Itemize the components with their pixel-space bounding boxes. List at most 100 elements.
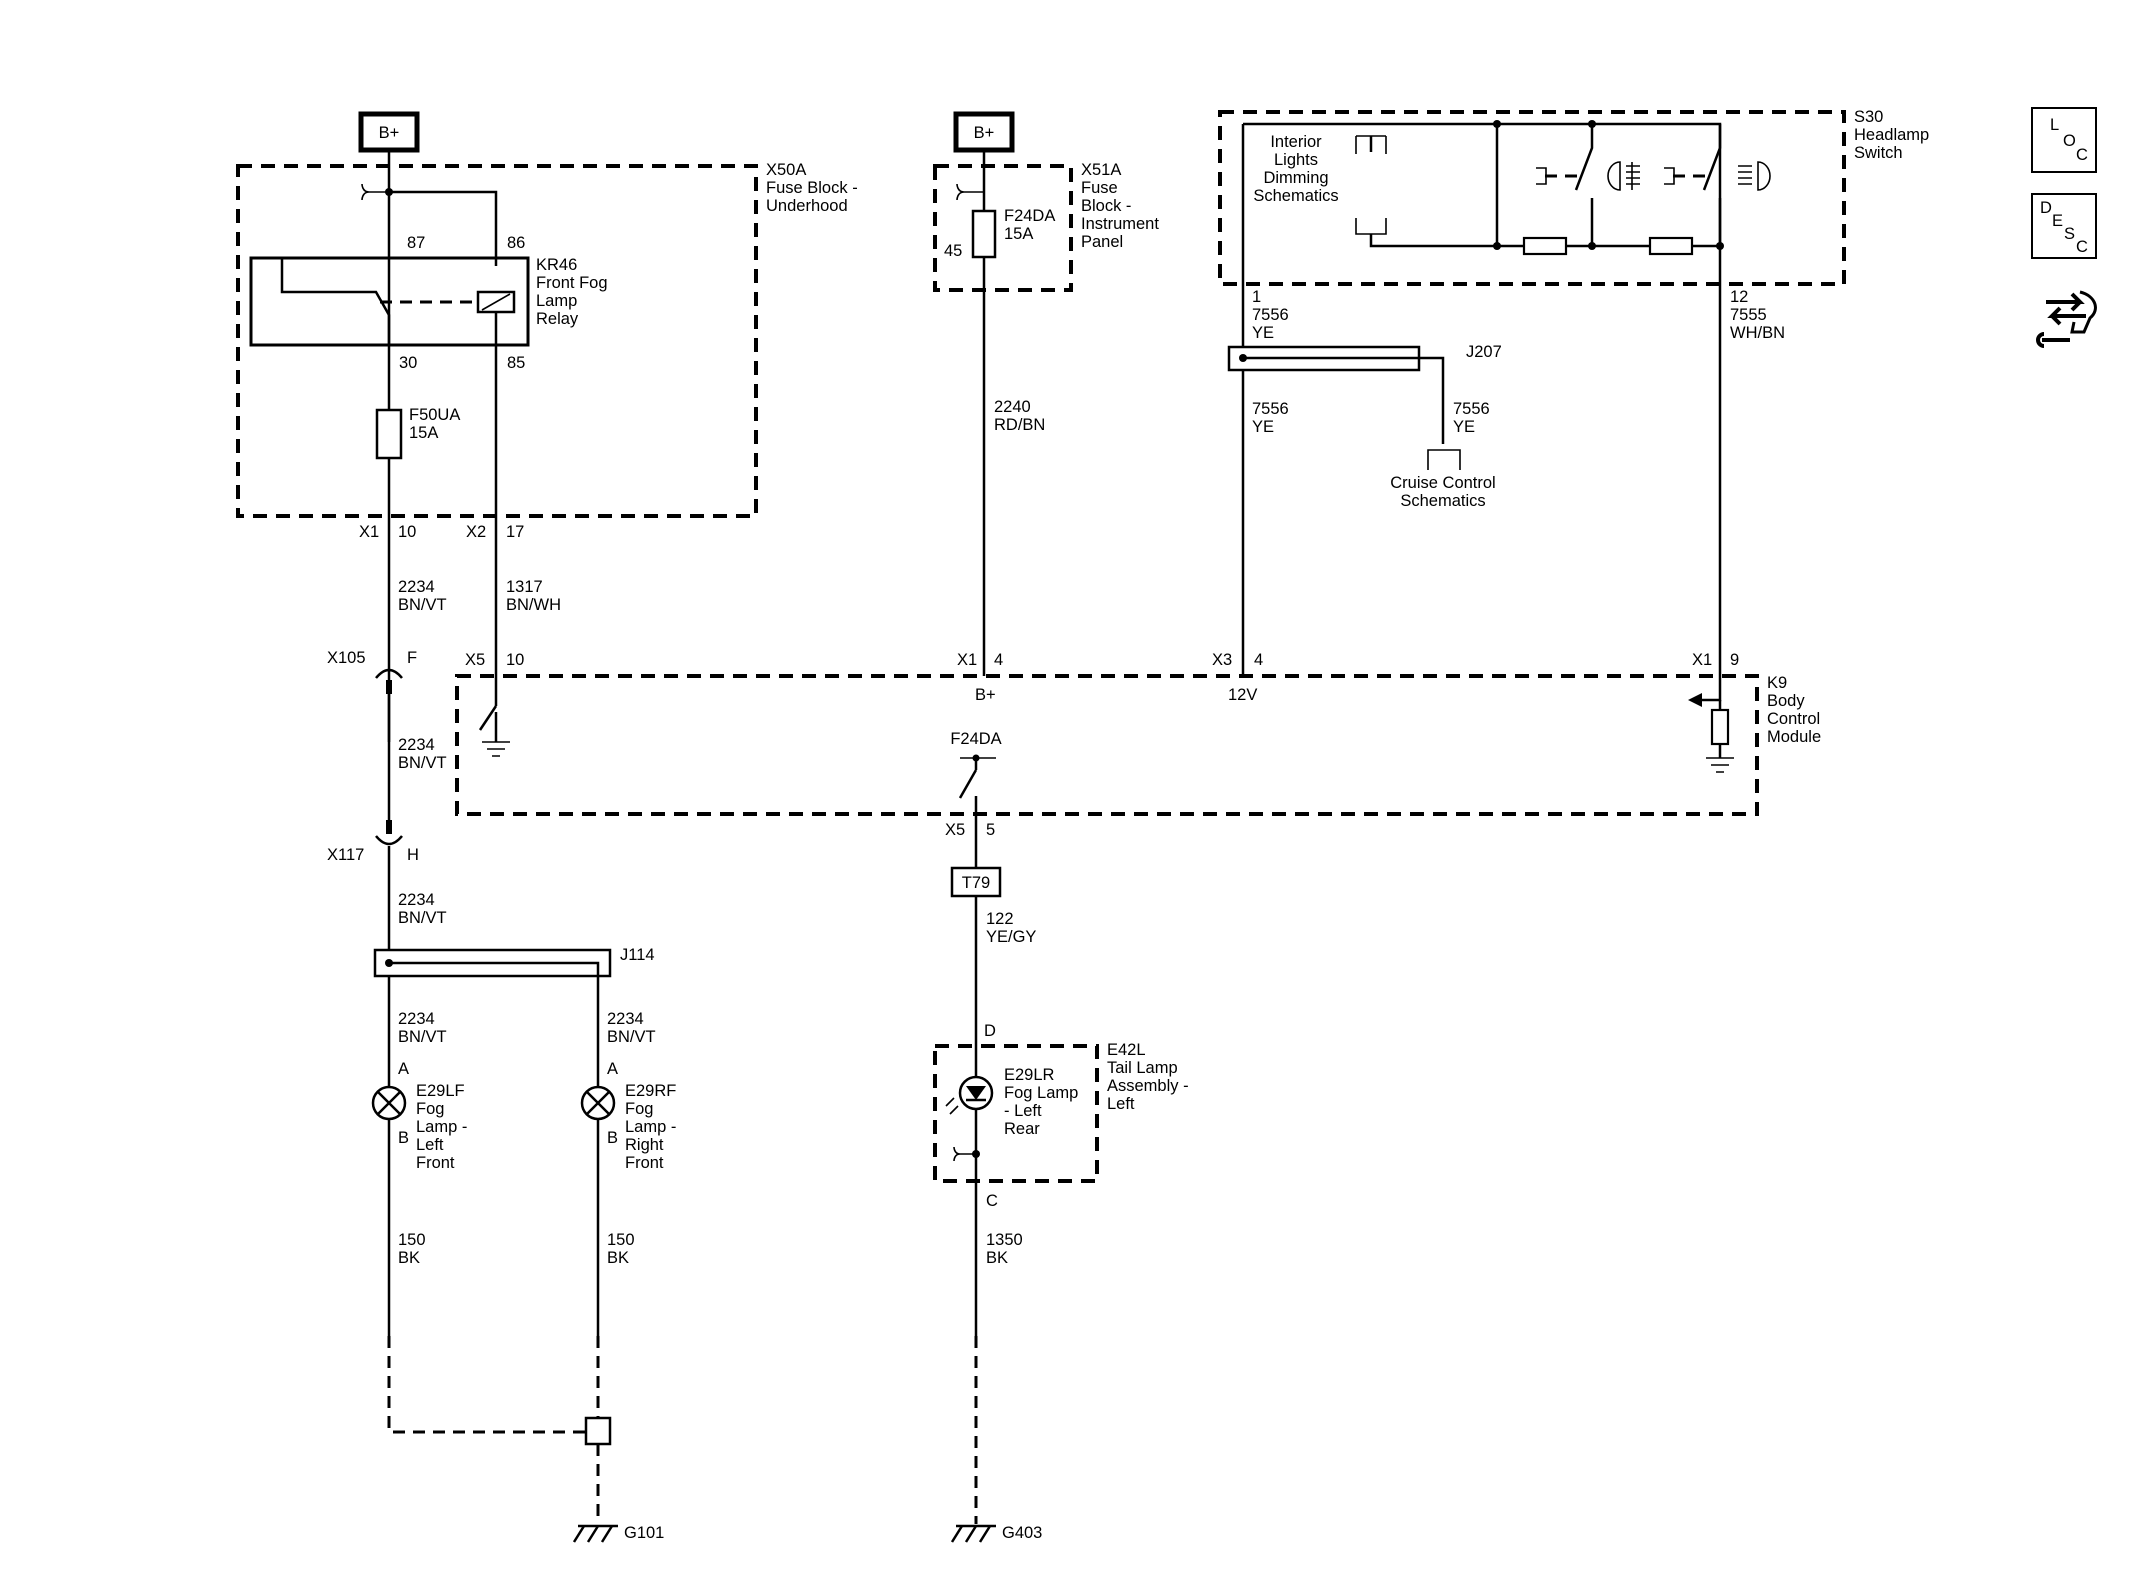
x51a-name-4: Panel	[1081, 233, 1123, 251]
wire-2234-c-num: 2234	[398, 891, 435, 909]
loc-l: L	[2050, 116, 2059, 134]
e29rf-pin-a: A	[607, 1060, 618, 1078]
kr46-pin-87: 87	[407, 234, 425, 252]
k9-x1b-pin: 4	[994, 651, 1003, 669]
wire-2234-a-color: BN/VT	[398, 596, 447, 614]
s30-dim-3: Dimming	[1263, 169, 1328, 187]
j207-right-color: YE	[1453, 418, 1475, 436]
wire-2234-e-num: 2234	[607, 1010, 644, 1028]
e29lf-pin-a: A	[398, 1060, 409, 1078]
k9-x1c-pin: 9	[1730, 651, 1739, 669]
x51a-splice-symbol	[956, 183, 984, 201]
x50a-x2-pin: 17	[506, 523, 524, 541]
wire-1350-num: 1350	[986, 1231, 1023, 1249]
wire-150-r-color: BK	[607, 1249, 629, 1267]
x51a-fuse-rating: 15A	[1004, 225, 1033, 243]
e29lr-name-1: Fog Lamp	[1004, 1084, 1078, 1102]
k9-x5-label: X5	[465, 651, 485, 669]
k9-12v: 12V	[1228, 686, 1257, 704]
e29rf-id: E29RF	[625, 1082, 676, 1100]
s30-pin1: 1	[1252, 288, 1261, 306]
x51a-name-3: Instrument	[1081, 215, 1159, 233]
k9-f24da-switch	[958, 758, 978, 799]
e29lf-pin-b: B	[398, 1129, 409, 1147]
s30-dim-2: Lights	[1274, 151, 1318, 169]
wire-150-r-num: 150	[607, 1231, 635, 1249]
k9-f24da: F24DA	[950, 730, 1001, 748]
e42l-assembly-outline	[933, 1044, 1099, 1183]
x51a-name-1: Fuse	[1081, 179, 1118, 197]
x51a-fuse-block-outline	[933, 164, 1073, 292]
f24da-fuse	[971, 209, 997, 259]
x51a-fuse-id: F24DA	[1004, 207, 1055, 225]
fog-lamp-icon-rear	[1738, 161, 1771, 191]
s30-resistor-2	[1648, 236, 1694, 256]
j207-right-num: 7556	[1453, 400, 1490, 418]
x50a-name-2: Underhood	[766, 197, 848, 215]
s30-pin1-num: 7556	[1252, 306, 1289, 324]
x51a-name-2: Block -	[1081, 197, 1131, 215]
k9-module-outline	[455, 674, 1759, 816]
loc-o: O	[2063, 132, 2076, 150]
wire-2234-d-num: 2234	[398, 1010, 435, 1028]
s30-dim-1: Interior	[1270, 133, 1322, 151]
f50ua-id: F50UA	[409, 406, 460, 424]
e29lr-name-3: Rear	[1004, 1120, 1040, 1138]
wire-2234-b-num: 2234	[398, 736, 435, 754]
s30-pin12-num: 7555	[1730, 306, 1767, 324]
wire-2234-d-color: BN/VT	[398, 1028, 447, 1046]
s30-switch-2	[1702, 124, 1722, 191]
x105-label: X105	[327, 649, 366, 667]
wire-2234-a-num: 2234	[398, 578, 435, 596]
wire-2234-c-color: BN/VT	[398, 909, 447, 927]
b-plus-left-label: B+	[379, 124, 400, 142]
e42l-id: E42L	[1107, 1041, 1146, 1059]
k9-x5-pin: 10	[506, 651, 524, 669]
wire-150-l-num: 150	[398, 1231, 426, 1249]
navigation-arrows-icon[interactable]	[2036, 290, 2097, 348]
desc-c: C	[2076, 238, 2088, 256]
x50a-id: X50A	[766, 161, 806, 179]
dimming-connector-top	[1355, 135, 1387, 154]
wire-122-color: YE/GY	[986, 928, 1036, 946]
s30-name-1: Headlamp	[1854, 126, 1929, 144]
k9-x1c-label: X1	[1692, 651, 1712, 669]
s30-id: S30	[1854, 108, 1883, 126]
e42l-name-1: Tail Lamp	[1107, 1059, 1178, 1077]
cruise-text-1: Cruise Control	[1390, 474, 1495, 492]
desc-button[interactable]: D E S C	[2031, 193, 2097, 259]
x50a-x1-label: X1	[359, 523, 379, 541]
e29lr-led-icon	[945, 1075, 994, 1115]
splice-symbol-top	[361, 183, 389, 201]
e42l-name-2: Assembly -	[1107, 1077, 1189, 1095]
j207-left-color: YE	[1252, 418, 1274, 436]
k9-x5-out-label: X5	[945, 821, 965, 839]
s30-pin1-color: YE	[1252, 324, 1274, 342]
k9-b-plus: B+	[975, 686, 996, 704]
k9-x3-label: X3	[1212, 651, 1232, 669]
kr46-switch-contact	[280, 258, 391, 345]
k9-x1b-label: X1	[957, 651, 977, 669]
e29lf-name-2: Lamp -	[416, 1118, 467, 1136]
k9-low-side-driver	[478, 705, 498, 731]
kr46-pin-30: 30	[399, 354, 417, 372]
kr46-name-3: Relay	[536, 310, 579, 328]
kr46-pin-85: 85	[507, 354, 525, 372]
g403-label: G403	[1002, 1524, 1042, 1542]
k9-x3-pin: 4	[1254, 651, 1263, 669]
x50a-name-1: Fuse Block -	[766, 179, 858, 197]
cruise-control-connector	[1427, 449, 1461, 470]
s30-pin12: 12	[1730, 288, 1748, 306]
kr46-pin-86: 86	[507, 234, 525, 252]
k9-name-2: Control	[1767, 710, 1820, 728]
s30-name-2: Switch	[1854, 144, 1903, 162]
desc-s: S	[2064, 225, 2075, 243]
g403-ground-icon	[950, 1524, 996, 1543]
loc-button[interactable]: L O C	[2031, 107, 2097, 173]
j114-id: J114	[620, 946, 655, 964]
wire-2234-e-color: BN/VT	[607, 1028, 656, 1046]
b-plus-left-terminal: B+	[358, 111, 420, 153]
ground-path-left	[387, 1336, 586, 1434]
x117-pin: H	[407, 846, 419, 864]
x50a-x1-pin: 10	[398, 523, 416, 541]
